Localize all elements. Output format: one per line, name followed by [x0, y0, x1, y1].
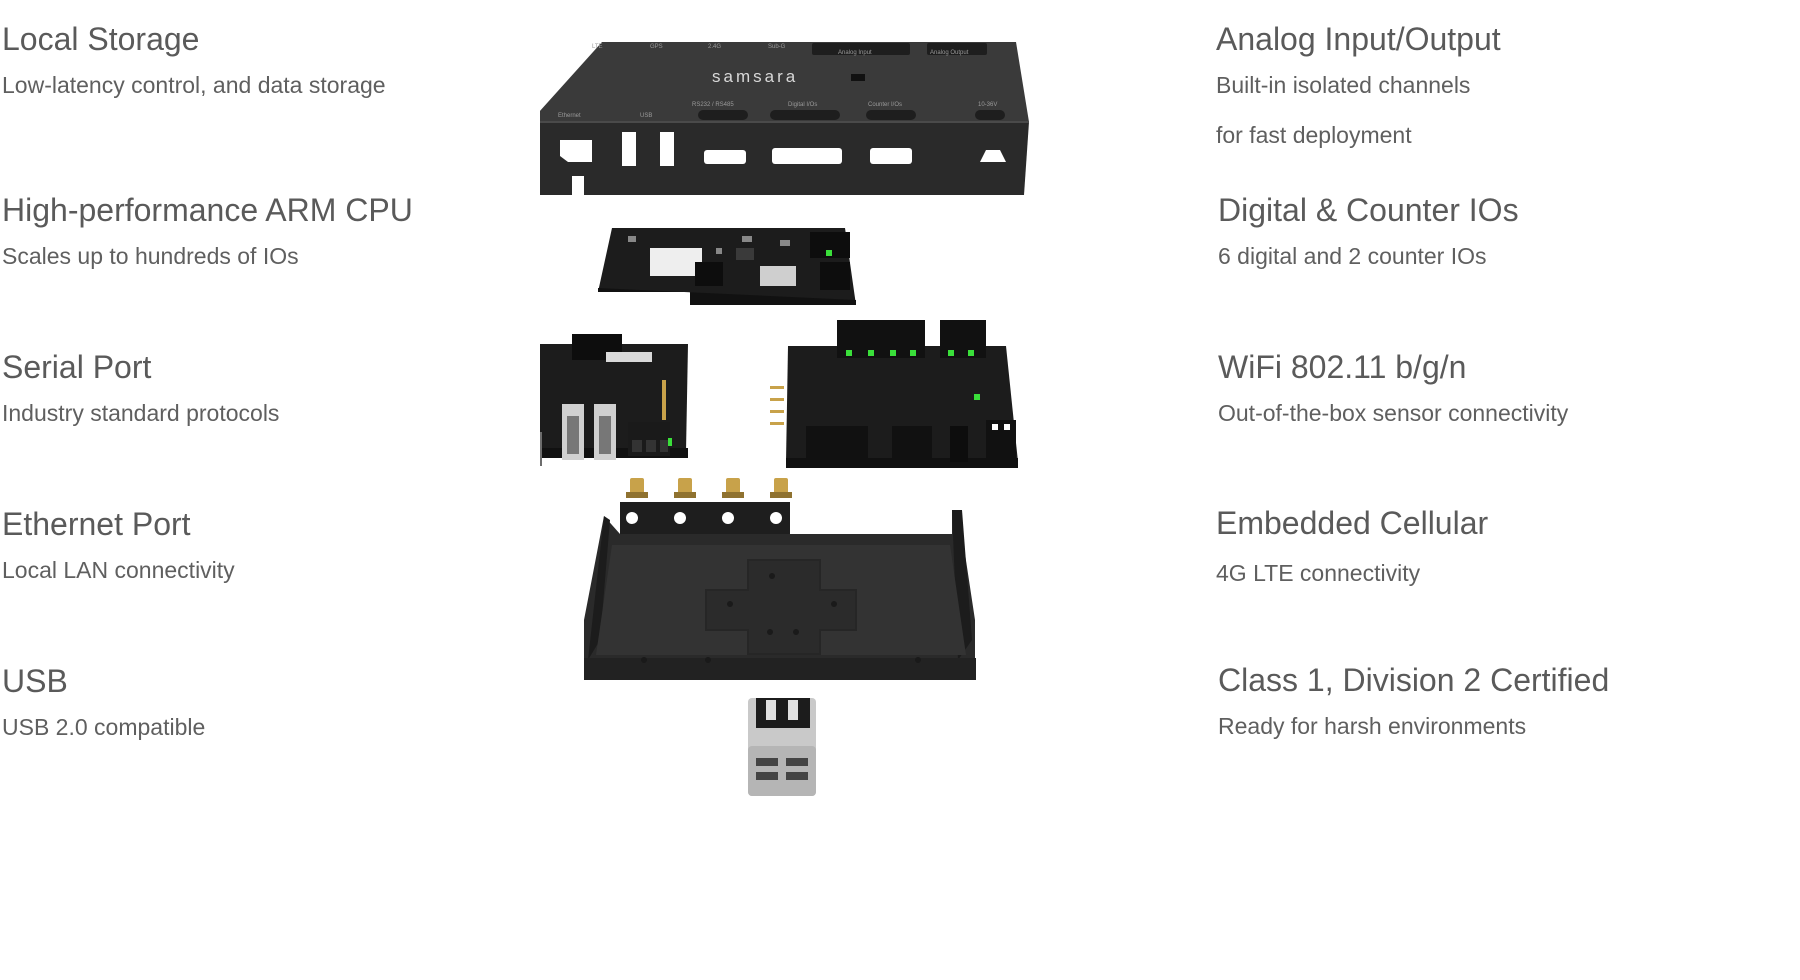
- io-board-right: [770, 320, 1018, 468]
- digital-io-cutout: [772, 148, 842, 164]
- gps-label: GPS: [650, 44, 663, 50]
- feature-title: Serial Port: [2, 349, 152, 385]
- feature-class1-div2: Class 1, Division 2 Certified Ready for …: [1218, 661, 1738, 741]
- analog-output-terminal: [927, 43, 987, 55]
- cpu-board: [598, 228, 856, 305]
- feature-description: Out-of-the-box sensor connectivity: [1218, 400, 1569, 427]
- feature-description: Built-in isolated channels: [1216, 72, 1471, 99]
- feature-description-line-2: for fast deployment: [1216, 121, 1412, 148]
- antenna-connector: [626, 478, 648, 498]
- feature-description: 4G LTE connectivity: [1216, 560, 1421, 587]
- feature-analog-io: Analog Input/Output Built-in isolated ch…: [1216, 20, 1736, 150]
- din-rail-clip: [748, 698, 816, 796]
- feature-wifi: WiFi 802.11 b/g/n Out-of-the-box sensor …: [1218, 348, 1738, 428]
- feature-title: Digital & Counter IOs: [1218, 192, 1519, 228]
- feature-description: Ready for harsh environments: [1218, 713, 1527, 740]
- feature-description: Local LAN connectivity: [2, 557, 235, 584]
- serial-cutout: [704, 150, 746, 164]
- counter-io-label: Counter I/Os: [868, 102, 902, 108]
- feature-title: Embedded Cellular: [1216, 505, 1489, 541]
- antenna-connector: [770, 478, 792, 498]
- feature-arm-cpu: High-performance ARM CPU Scales up to hu…: [2, 191, 522, 271]
- antenna-pins: [770, 386, 784, 425]
- antenna-panel: [620, 502, 790, 534]
- cpu-chip: [760, 266, 796, 286]
- usb-label: USB: [640, 113, 652, 119]
- analog-output-terminal-block: [892, 426, 932, 464]
- antenna-connector: [722, 478, 744, 498]
- enclosure-base: [584, 502, 976, 680]
- mounting-plate: [705, 559, 857, 655]
- digital-io-label: Digital I/Os: [788, 102, 817, 108]
- analog-input-terminal: [812, 43, 910, 55]
- feature-title: Local Storage: [2, 21, 200, 57]
- feature-description: Low-latency control, and data storage: [2, 72, 386, 99]
- power-cutout: [980, 150, 1006, 162]
- antenna-connectors: [626, 478, 792, 498]
- wifi-label: 2.4G: [708, 44, 721, 50]
- feature-digital-counter-io: Digital & Counter IOs 6 digital and 2 co…: [1218, 191, 1738, 271]
- ethernet-jack: [540, 432, 542, 466]
- feature-ethernet-port: Ethernet Port Local LAN connectivity: [2, 505, 522, 585]
- serial-label: RS232 / RS485: [692, 102, 734, 108]
- feature-description: Industry standard protocols: [2, 400, 280, 427]
- brand-logo: samsara: [712, 67, 798, 86]
- analog-input-label: Analog Input: [838, 50, 872, 56]
- ethernet-cutout: [560, 140, 592, 162]
- feature-title: Class 1, Division 2 Certified: [1218, 662, 1610, 698]
- antenna-connector: [674, 478, 696, 498]
- feature-embedded-cellular: Embedded Cellular 4G LTE connectivity: [1216, 504, 1736, 588]
- power-label: 10-36V: [978, 102, 997, 108]
- lte-label: LTE: [592, 44, 603, 50]
- feature-title: WiFi 802.11 b/g/n: [1218, 349, 1467, 385]
- io-board-left: [540, 334, 688, 466]
- sub-ghz-label: Sub-G: [768, 44, 786, 50]
- power-terminal: [986, 420, 1016, 460]
- analog-output-label: Analog Output: [930, 50, 969, 56]
- feature-description: USB 2.0 compatible: [2, 714, 206, 741]
- status-leds: [846, 350, 980, 400]
- feature-description: Scales up to hundreds of IOs: [2, 243, 299, 270]
- analog-input-terminal-block: [806, 426, 868, 464]
- storage-module: [650, 248, 702, 276]
- feature-title: Ethernet Port: [2, 506, 191, 542]
- feature-usb: USB USB 2.0 compatible: [2, 662, 522, 742]
- feature-local-storage: Local Storage Low-latency control, and d…: [2, 20, 522, 100]
- ethernet-label: Ethernet: [558, 113, 581, 119]
- feature-description: 6 digital and 2 counter IOs: [1218, 243, 1487, 270]
- feature-title: High-performance ARM CPU: [2, 192, 413, 228]
- exploded-device-diagram: LTE GPS 2.4G Sub-G Analog Input Analog O…: [540, 42, 1029, 796]
- feature-serial-port: Serial Port Industry standard protocols: [2, 348, 522, 428]
- usb-cutout: [622, 132, 636, 166]
- feature-title: USB: [2, 663, 68, 699]
- counter-io-cutout: [870, 148, 912, 164]
- enclosure-top-cover: LTE GPS 2.4G Sub-G Analog Input Analog O…: [540, 42, 1029, 195]
- feature-title: Analog Input/Output: [1216, 21, 1501, 57]
- counter-io-terminal: [940, 320, 986, 358]
